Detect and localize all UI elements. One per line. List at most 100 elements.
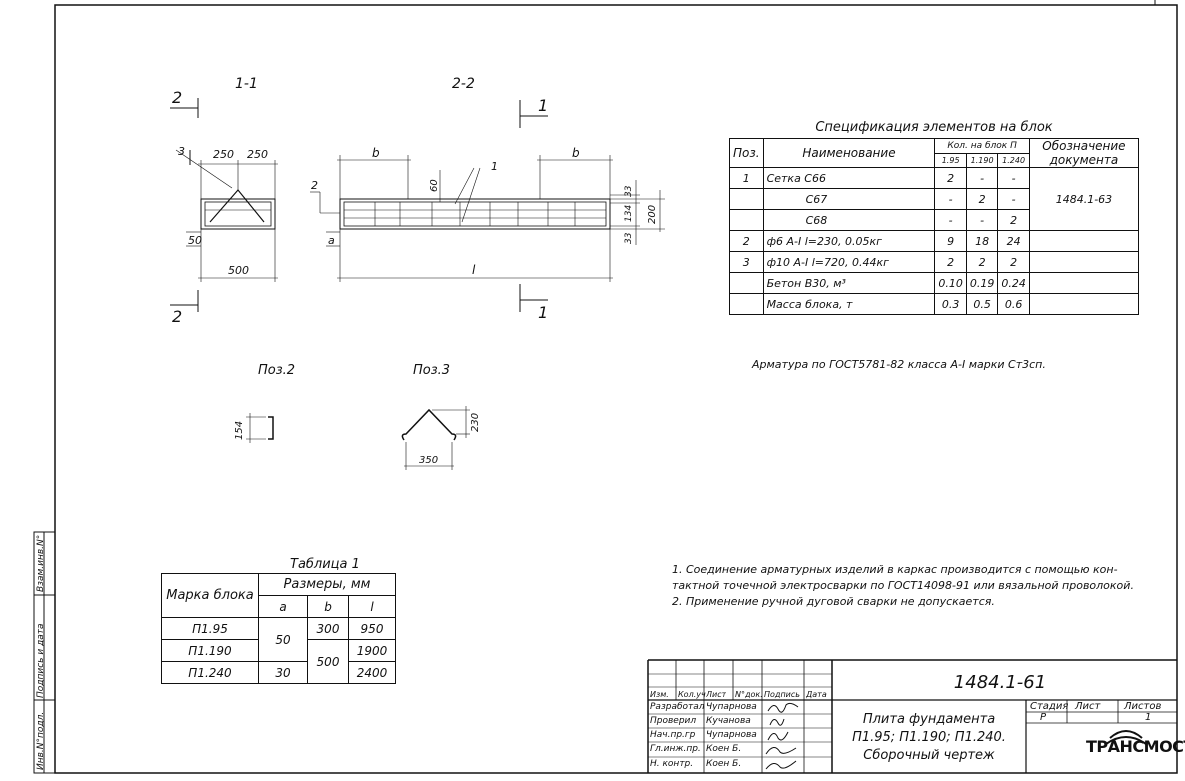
spec-q3: - bbox=[997, 167, 1030, 189]
dim-134: 134 bbox=[624, 205, 634, 222]
drawing-name: Плита фундамента П1.95; П1.190; П1.240. … bbox=[832, 711, 1026, 765]
spec-doc: 1484.1-63 bbox=[1028, 167, 1140, 231]
table1-h-l: l bbox=[348, 595, 396, 618]
drawing-name-line: Сборочный чертеж bbox=[863, 748, 995, 763]
spec-q2: - bbox=[965, 167, 999, 189]
dim-a: a bbox=[328, 234, 335, 247]
tb-h-list: Лист bbox=[706, 690, 727, 699]
pos-3-marker: 3 bbox=[178, 145, 185, 158]
table1-mark: П1.240 bbox=[161, 661, 259, 684]
tb-person: Чупарнова bbox=[706, 702, 757, 712]
side-strip-inv: Инв.N°подл. bbox=[36, 711, 46, 770]
cut-label-1-top: 1 bbox=[538, 96, 548, 115]
spec-name: Бетон В30, м³ bbox=[762, 272, 936, 294]
spec-q1: 0.3 bbox=[934, 293, 967, 315]
dim-250-right: 250 bbox=[247, 148, 268, 161]
spec-pos bbox=[729, 188, 764, 210]
dim-33-bottom: 33 bbox=[624, 232, 634, 244]
spec-q3: 0.24 bbox=[997, 272, 1030, 294]
tb-stage-header: Стадия bbox=[1030, 701, 1069, 712]
table1-a: 50 bbox=[258, 617, 308, 662]
side-strip-sign: Подпись и дата bbox=[36, 623, 46, 698]
dim-250-left: 250 bbox=[213, 148, 234, 161]
side-strip-vzam: Взам.инв.N° bbox=[36, 534, 46, 592]
spec-q2: - bbox=[965, 209, 999, 231]
spec-q3: 2 bbox=[997, 251, 1030, 273]
signatures bbox=[765, 702, 799, 770]
dim-60: 60 bbox=[429, 179, 440, 192]
spec-pos bbox=[729, 293, 764, 315]
table1-h-a: a bbox=[258, 595, 308, 618]
spec-row: 2 ф6 А-I l=230, 0.05кг 9 18 24 bbox=[729, 230, 1140, 252]
dim-200: 200 bbox=[647, 205, 658, 224]
tb-person: Кучанова bbox=[706, 716, 751, 726]
table-row: П1.95 50 300 950 bbox=[161, 617, 396, 662]
section-1-1-label: 1-1 bbox=[235, 76, 258, 92]
spec-h-name: Наименование bbox=[762, 138, 936, 168]
tb-h-koluch: Кол.уч bbox=[678, 690, 706, 699]
tb-person: Чупарнова bbox=[706, 730, 757, 740]
tb-h-podpis: Подпись bbox=[764, 690, 800, 699]
spec-pos bbox=[729, 272, 764, 294]
spec-h-qty: Кол. на блок П bbox=[934, 138, 1030, 154]
tb-sheets-header: Листов bbox=[1124, 701, 1162, 712]
spec-pos: 2 bbox=[729, 230, 764, 252]
spec-title: Спецификация элементов на блок bbox=[815, 120, 1053, 135]
table1-l: 2400 bbox=[348, 661, 396, 684]
table1-h-mark: Марка блока bbox=[161, 573, 259, 618]
table-row: П1.190 500 1900 bbox=[161, 639, 396, 684]
table1-l: 950 bbox=[348, 617, 396, 640]
pos-3-dim-w: 350 bbox=[419, 455, 438, 466]
table1-h-b: b bbox=[307, 595, 349, 618]
tb-role: Гл.инж.пр. bbox=[650, 744, 701, 754]
spec-q3: - bbox=[997, 188, 1030, 210]
section-1-1-drawing bbox=[170, 98, 278, 312]
table1-mark: П1.95 bbox=[161, 617, 259, 640]
spec-q1: 9 bbox=[934, 230, 967, 252]
table1-title: Таблица 1 bbox=[290, 557, 360, 572]
tb-person: Коен Б. bbox=[706, 744, 742, 754]
spec-name: ф6 А-I l=230, 0.05кг bbox=[762, 230, 936, 252]
spec-q1: 0.10 bbox=[934, 272, 967, 294]
logo-mark bbox=[1105, 730, 1147, 745]
cut-label-1-bottom: 1 bbox=[538, 303, 548, 322]
drawing-code: 1484.1-61 bbox=[953, 672, 1047, 693]
spec-q2: 0.19 bbox=[965, 272, 999, 294]
spec-h-q1: 1.95 bbox=[934, 152, 967, 168]
pos-2-label: Поз.2 bbox=[258, 363, 295, 378]
dim-500: 500 bbox=[228, 264, 249, 277]
tb-role: Нач.пр.гр bbox=[650, 730, 696, 740]
spec-row: Бетон В30, м³ 0.10 0.19 0.24 bbox=[729, 272, 1140, 294]
spec-section: Спецификация элементов на блок Поз. Наим… bbox=[729, 120, 1140, 315]
spec-q3: 24 bbox=[997, 230, 1030, 252]
general-notes: 1. Соединение арматурных изделий в карка… bbox=[672, 562, 1152, 610]
table-row: П1.240 30 2400 bbox=[161, 661, 396, 684]
spec-h-doc: Обозначение документа bbox=[1028, 138, 1140, 168]
pos-2-dim: 154 bbox=[234, 421, 245, 440]
dim-33-top: 33 bbox=[624, 185, 634, 197]
tb-person: Коен Б. bbox=[706, 759, 742, 769]
spec-name: ф10 А-I l=720, 0.44кг bbox=[762, 251, 936, 273]
spec-table: Поз. Наименование Кол. на блок П Обознач… bbox=[729, 138, 1140, 315]
spec-name: С68 bbox=[762, 209, 936, 231]
spec-h-q2: 1.190 bbox=[965, 152, 999, 168]
pos-3-dim-h: 230 bbox=[470, 413, 481, 432]
drawing-name-line: П1.95; П1.190; П1.240. bbox=[852, 730, 1006, 745]
spec-h-q3: 1.240 bbox=[997, 152, 1030, 168]
spec-q1: - bbox=[934, 209, 967, 231]
section-2-2-label: 2-2 bbox=[452, 76, 475, 92]
table1-a: 30 bbox=[258, 661, 308, 684]
pos-2-detail bbox=[246, 413, 274, 443]
dim-50: 50 bbox=[188, 234, 202, 247]
pos-2-marker: 2 bbox=[311, 179, 318, 192]
table1-b: 300 bbox=[307, 617, 349, 640]
spec-name: Сетка С66 bbox=[762, 167, 936, 189]
tb-role: Н. контр. bbox=[650, 759, 694, 769]
spec-q1: - bbox=[934, 188, 967, 210]
spec-q2: 2 bbox=[965, 251, 999, 273]
drawing-name-line: Плита фундамента bbox=[862, 712, 996, 727]
pos-3-label: Поз.3 bbox=[413, 363, 450, 378]
spec-name: С67 bbox=[762, 188, 936, 210]
table1-h-sizes: Размеры, мм bbox=[258, 573, 396, 596]
